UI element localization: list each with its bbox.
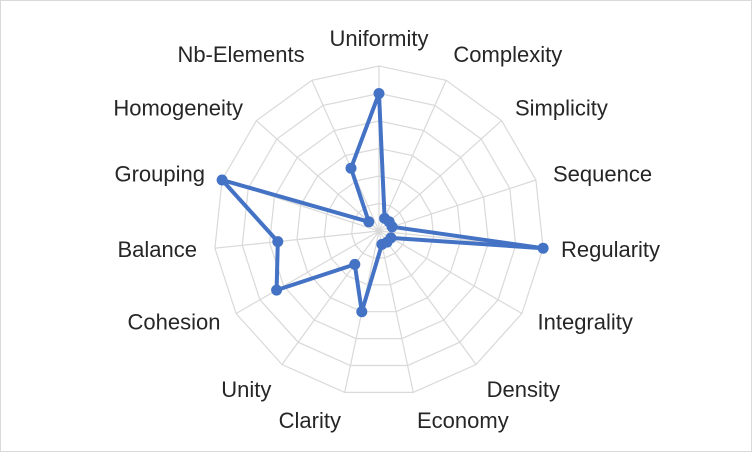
radar-series: [216, 88, 549, 318]
axis-label-simplicity: Simplicity: [515, 96, 608, 121]
axis-label-nb-elements: Nb-Elements: [177, 42, 304, 67]
data-point-cohesion: [271, 284, 283, 296]
data-point-unity: [349, 258, 361, 270]
axis-label-uniformity: Uniformity: [329, 26, 428, 51]
data-point-sequence: [386, 221, 398, 233]
axis-labels: UniformityComplexitySimplicitySequenceRe…: [113, 26, 660, 433]
spoke-13: [255, 120, 380, 232]
spoke-1: [378, 80, 447, 232]
spoke-6: [378, 230, 477, 365]
grid-ring-2: [323, 175, 435, 286]
axis-label-integrality: Integrality: [538, 310, 633, 335]
data-point-regularity: [537, 242, 549, 254]
data-point-balance: [272, 236, 284, 248]
grid-ring-4: [268, 120, 490, 340]
axis-label-homogeneity: Homogeneity: [113, 96, 243, 121]
data-point-economy: [376, 238, 388, 250]
spoke-3: [378, 179, 537, 232]
data-point-homogeneity: [363, 216, 375, 228]
grid-ring-6: [214, 65, 544, 393]
spoke-9: [281, 230, 380, 365]
axis-label-sequence: Sequence: [553, 161, 652, 186]
spoke-11: [214, 230, 380, 249]
grid-ring-5: [241, 92, 517, 367]
data-point-grouping: [216, 174, 228, 186]
data-point-clarity: [356, 306, 368, 318]
axis-label-clarity: Clarity: [279, 408, 341, 433]
radar-spokes: [214, 66, 544, 393]
axis-label-regularity: Regularity: [561, 237, 660, 262]
spoke-10: [235, 230, 380, 315]
data-point-uniformity: [373, 88, 385, 99]
axis-label-complexity: Complexity: [453, 42, 562, 67]
axis-label-unity: Unity: [221, 377, 271, 402]
grid-ring-3: [296, 147, 462, 313]
axis-label-economy: Economy: [417, 408, 509, 433]
axis-label-grouping: Grouping: [114, 161, 205, 186]
radar-grid: [214, 65, 544, 393]
axis-label-cohesion: Cohesion: [128, 310, 221, 335]
spoke-5: [378, 230, 523, 315]
axis-label-density: Density: [487, 377, 560, 402]
spoke-14: [311, 80, 380, 232]
spoke-2: [378, 120, 503, 232]
spoke-7: [378, 230, 414, 393]
axis-label-balance: Balance: [117, 237, 197, 262]
data-point-nb-elements: [345, 162, 357, 174]
